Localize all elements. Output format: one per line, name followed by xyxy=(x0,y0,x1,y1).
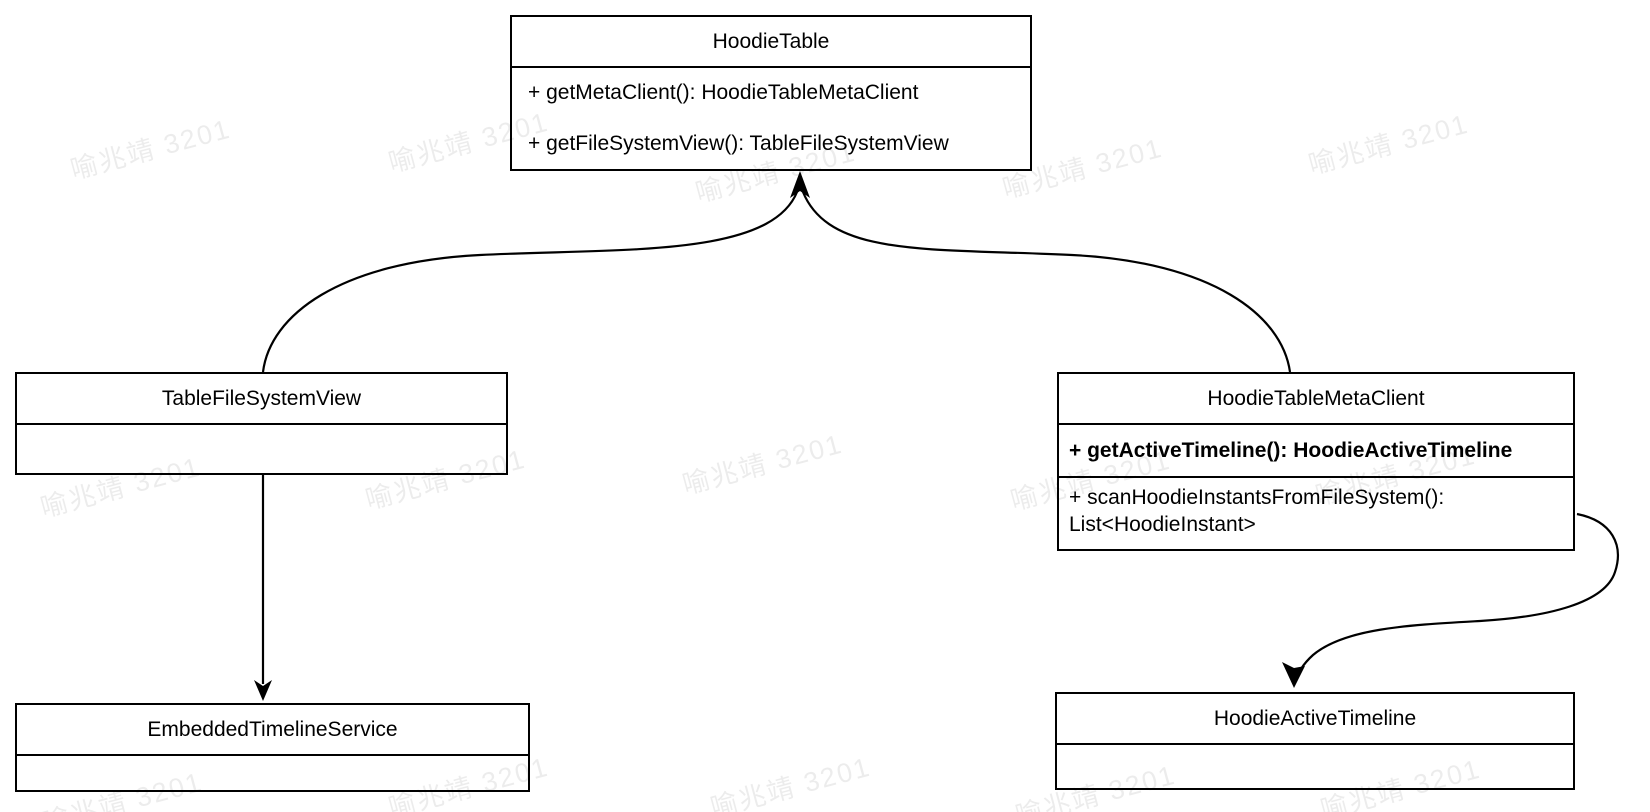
arrowhead-up-hoodietable xyxy=(790,171,810,198)
arrowhead-down-hoodieactivetimeline xyxy=(1282,662,1305,688)
class-box-tablefilesystemview: TableFileSystemView xyxy=(15,372,508,475)
edge-hoodietablemetaclient-to-hoodietable xyxy=(801,191,1292,373)
class-box-hoodietablemetaclient: HoodieTableMetaClient + getActiveTimelin… xyxy=(1057,372,1575,551)
edge-hoodietablemetaclient-to-hoodieactivetimeline xyxy=(1293,512,1619,683)
method-getfilesystemview: + getFileSystemView(): TableFileSystemVi… xyxy=(528,131,949,155)
method-getactivetimeline: + getActiveTimeline(): HoodieActiveTimel… xyxy=(1059,425,1573,478)
class-title-embeddedtimelineservice: EmbeddedTimelineService xyxy=(17,705,528,756)
class-box-hoodietable: HoodieTable + getMetaClient(): HoodieTab… xyxy=(510,15,1032,171)
arrowhead-down-embeddedtimelineservice xyxy=(254,680,272,701)
class-title-tablefilesystemview: TableFileSystemView xyxy=(17,374,506,425)
method-scanhoodieinstantsfromfilesystem: + scanHoodieInstantsFromFileSystem(): Li… xyxy=(1069,486,1445,536)
edge-tablefilesystemview-to-hoodietable xyxy=(261,191,799,373)
class-methods-hoodietable: + getMetaClient(): HoodieTableMetaClient… xyxy=(512,68,1030,169)
class-title-hoodieactivetimeline: HoodieActiveTimeline xyxy=(1057,694,1573,745)
class-title-hoodietable: HoodieTable xyxy=(512,17,1030,68)
method-getmetaclient: + getMetaClient(): HoodieTableMetaClient xyxy=(528,81,919,105)
class-box-hoodieactivetimeline: HoodieActiveTimeline xyxy=(1055,692,1575,790)
class-box-embeddedtimelineservice: EmbeddedTimelineService xyxy=(15,703,530,792)
class-title-hoodietablemetaclient: HoodieTableMetaClient xyxy=(1059,374,1573,425)
